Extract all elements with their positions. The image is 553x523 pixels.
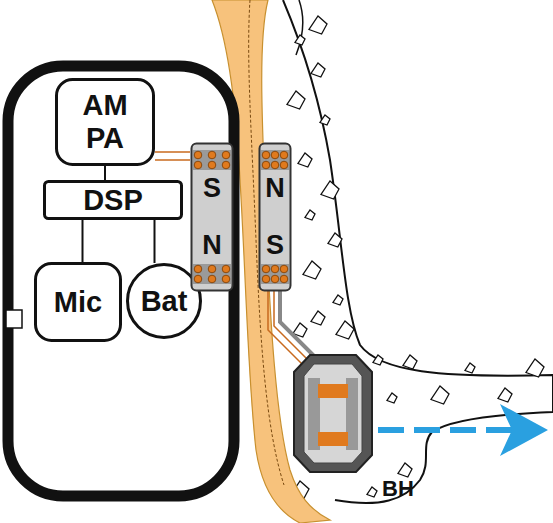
connector xyxy=(154,220,155,263)
bone-grain xyxy=(305,210,315,220)
bone-grain xyxy=(328,233,342,247)
bone-grain xyxy=(333,295,343,305)
coil-turn xyxy=(280,265,288,273)
part-label: BH xyxy=(382,476,414,502)
arrow-head xyxy=(500,404,548,456)
bone-grain xyxy=(311,63,325,77)
magnet-body xyxy=(192,144,233,291)
connector-line xyxy=(104,166,106,180)
coil-band xyxy=(261,150,289,170)
coil-turn xyxy=(280,275,288,283)
bone-grain xyxy=(309,16,327,34)
coil-turn xyxy=(280,161,288,169)
coil-turn xyxy=(262,151,270,159)
box-outline xyxy=(57,80,154,165)
node-text: AM PA xyxy=(79,89,131,156)
coil-turn xyxy=(194,151,202,159)
coil-turn xyxy=(208,275,216,283)
vibration-arrow xyxy=(378,427,512,433)
node-text: N S xyxy=(264,160,286,273)
coil-turn xyxy=(194,275,202,283)
bone-grain xyxy=(321,181,339,199)
dsp-box: DSP xyxy=(43,180,183,220)
coil-wire xyxy=(155,159,190,161)
transducer-coil xyxy=(318,432,348,446)
bone-grain xyxy=(287,91,305,109)
node-text: S N xyxy=(201,160,223,273)
bone-grain xyxy=(431,386,449,404)
bone-grain xyxy=(311,311,325,325)
connector xyxy=(82,220,83,262)
external-magnet: S N xyxy=(190,142,234,292)
coil-turn xyxy=(271,275,279,283)
bone-grain xyxy=(498,388,512,402)
magnet-body xyxy=(260,144,291,291)
coil-turn xyxy=(222,161,230,169)
bone-grain xyxy=(303,261,321,279)
node-text: Bat xyxy=(141,287,188,316)
transducer-inner xyxy=(304,364,362,463)
coil-band xyxy=(193,150,231,170)
mic-port xyxy=(6,310,22,328)
coil-turn xyxy=(222,265,230,273)
bone-grain xyxy=(387,393,397,403)
coil-turn xyxy=(262,161,270,169)
node-outline xyxy=(258,142,292,292)
implant-magnet: N S xyxy=(258,142,292,292)
bone-grain xyxy=(373,355,383,365)
bone-grain xyxy=(398,463,412,477)
box-outline xyxy=(45,182,182,219)
coil-turn xyxy=(194,161,202,169)
bone-grain xyxy=(526,359,544,377)
coil-turn xyxy=(208,265,216,273)
circle-outline xyxy=(128,265,201,338)
coil-band xyxy=(261,264,289,284)
box-outline xyxy=(36,264,121,341)
amplifier-box: AM PA xyxy=(55,78,155,166)
transducer-coil xyxy=(318,384,348,398)
coil-turn xyxy=(271,265,279,273)
coil-turn xyxy=(208,161,216,169)
connector xyxy=(155,152,190,160)
bone-grain xyxy=(367,487,377,497)
bone-outline xyxy=(283,0,553,503)
bone-texture xyxy=(287,16,544,499)
microphone-box: Mic xyxy=(34,262,122,342)
coil-turn xyxy=(280,151,288,159)
device-housing xyxy=(8,66,234,496)
node-text: Mic xyxy=(54,288,102,317)
node-outline xyxy=(190,142,234,292)
coil-band xyxy=(193,264,231,284)
coil-turn xyxy=(222,275,230,283)
coil-turn xyxy=(262,275,270,283)
bone-grain xyxy=(298,153,312,167)
bone-grain xyxy=(295,35,305,45)
bone-edge xyxy=(296,0,303,55)
connector-line xyxy=(154,220,156,263)
bone-grain xyxy=(336,321,354,339)
connector-line xyxy=(82,220,84,262)
connector xyxy=(105,166,106,180)
bone-grain xyxy=(465,363,475,373)
coil-wire xyxy=(155,151,190,153)
bone-grain xyxy=(403,355,417,369)
coil-turn xyxy=(271,151,279,159)
transducer xyxy=(294,355,372,472)
bone-grain xyxy=(320,115,330,125)
coil-turn xyxy=(271,161,279,169)
coil-turn xyxy=(262,265,270,273)
coil-turn xyxy=(194,265,202,273)
coil-turn xyxy=(222,151,230,159)
node-text: DSP xyxy=(83,186,143,215)
coil-turn xyxy=(208,151,216,159)
